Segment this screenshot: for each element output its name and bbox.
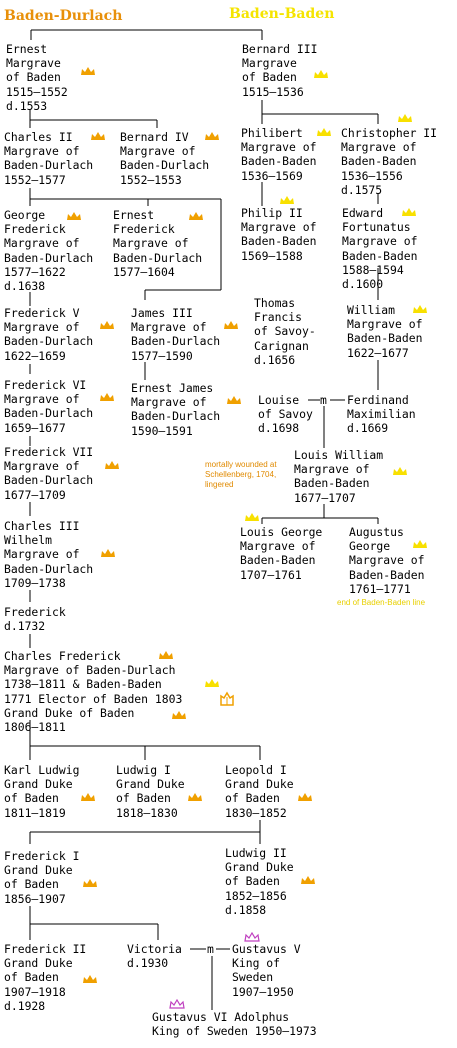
person-philibert: Philibert Margrave of Baden-Baden 1536–1… [241, 126, 317, 183]
crown-icon [245, 513, 259, 521]
crown-icon [205, 679, 219, 687]
crown-icon [83, 975, 97, 983]
crown-icon [81, 67, 95, 75]
person-victoria: Victoria [127, 942, 182, 956]
person-james-iii: James III Margrave of Baden-Durlach 1577… [131, 306, 221, 363]
header-baden-baden: Baden-Baden [229, 6, 335, 22]
crown-icon [301, 876, 315, 884]
person-gustavus-vi-adolphus: Gustavus VI Adolphus King of Sweden 1950… [152, 1010, 317, 1039]
person-ernest-frederick: Ernest Frederick Margrave of Baden-Durla… [113, 208, 203, 279]
electoral-crown-icon [220, 691, 234, 706]
person-bernard-iv: Bernard IV Margrave of Baden-Durlach 155… [120, 130, 210, 187]
crown-icon [393, 467, 407, 475]
crown-icon [205, 132, 219, 140]
person-christopher-ii: Christopher II Margrave of Baden-Baden 1… [341, 126, 438, 197]
swedish-crown-icon [244, 932, 260, 942]
marriage-mark-louise-ferdinand: m [320, 393, 327, 407]
person-louise: Louise of Savoy d.1698 [258, 393, 313, 436]
person-thomas-francis: Thomas Francis of Savoy- Carignan d.1656 [254, 296, 316, 367]
crown-icon [81, 793, 95, 801]
crown-icon [188, 793, 202, 801]
crown-icon [314, 70, 328, 78]
person-frederick-vi: Frederick VI Margrave of Baden-Durlach 1… [4, 378, 94, 435]
person-gustavus-v: Gustavus V King of Sweden 1907–1950 [232, 942, 301, 999]
person-augustus-george: Augustus George Margrave of Baden-Baden … [349, 525, 425, 596]
marriage-mark-victoria-gustavus: m [207, 942, 214, 956]
crown-icon [189, 212, 203, 220]
crown-icon [83, 879, 97, 887]
person-louis-george: Louis George Margrave of Baden-Baden 170… [240, 525, 323, 582]
crown-icon [105, 461, 119, 469]
person-louis-william: Louis William Margrave of Baden-Baden 16… [294, 448, 384, 505]
crown-icon [67, 212, 81, 220]
person-ludwig-i: Ludwig I Grand Duke of Baden 1818–1830 [116, 763, 185, 820]
header-baden-durlach: Baden-Durlach [4, 8, 123, 24]
person-ernest: Ernest Margrave of Baden 1515–1552 d.155… [6, 42, 68, 113]
person-william: William Margrave of Baden-Baden 1622–167… [347, 303, 423, 360]
person-ludwig-ii: Ludwig II Grand Duke of Baden 1852–1856 … [225, 846, 294, 917]
person-george-frederick: George Frederick Margrave of Baden-Durla… [4, 208, 94, 294]
person-charles-iii-wilhelm: Charles III Wilhelm Margrave of Baden-Du… [4, 519, 94, 590]
crown-icon [280, 196, 294, 204]
crown-icon [91, 132, 105, 140]
person-frederick-i: Frederick I Grand Duke of Baden 1856–190… [4, 849, 80, 906]
person-frederick-ii: Frederick II Grand Duke of Baden 1907–19… [4, 942, 87, 1013]
crown-icon [413, 305, 427, 313]
person-frederick-1732: Frederick d.1732 [4, 605, 66, 634]
swedish-crown-icon [169, 999, 185, 1009]
person-frederick-vii: Frederick VII Margrave of Baden-Durlach … [4, 445, 94, 502]
person-ferdinand-maximilian: Ferdinand Maximilian d.1669 [347, 393, 416, 436]
crown-icon [398, 114, 412, 122]
crown-icon [402, 208, 416, 216]
person-edward-fortunatus: Edward Fortunatus Margrave of Baden-Bade… [342, 206, 418, 292]
person-leopold-i: Leopold I Grand Duke of Baden 1830–1852 [225, 763, 294, 820]
crown-icon [159, 651, 173, 659]
crown-icon [172, 711, 186, 719]
crown-icon [100, 393, 114, 401]
note-end-of-line: end of Baden-Baden line [337, 598, 426, 607]
crown-icon [100, 321, 114, 329]
person-charles-ii: Charles II Margrave of Baden-Durlach 155… [4, 130, 94, 187]
person-karl-ludwig: Karl Ludwig Grand Duke of Baden 1811–181… [4, 763, 80, 820]
person-bernard-iii: Bernard III Margrave of Baden 1515–1536 [242, 42, 318, 99]
crown-icon [227, 396, 241, 404]
crown-icon [101, 549, 115, 557]
person-frederick-v: Frederick V Margrave of Baden-Durlach 16… [4, 306, 94, 363]
person-philip-ii: Philip II Margrave of Baden-Baden 1569–1… [241, 206, 317, 263]
note-mortally-wounded: mortally wounded at Schellenberg, 1704, … [205, 460, 277, 489]
person-charles-frederick: Charles Frederick Margrave of Baden-Durl… [4, 649, 183, 735]
person-victoria-death: d.1930 [127, 956, 169, 970]
crown-icon [298, 793, 312, 801]
crown-icon [224, 321, 238, 329]
crown-icon [317, 128, 331, 136]
crown-icon [413, 540, 427, 548]
person-ernest-james: Ernest James Margrave of Baden-Durlach 1… [131, 381, 221, 438]
